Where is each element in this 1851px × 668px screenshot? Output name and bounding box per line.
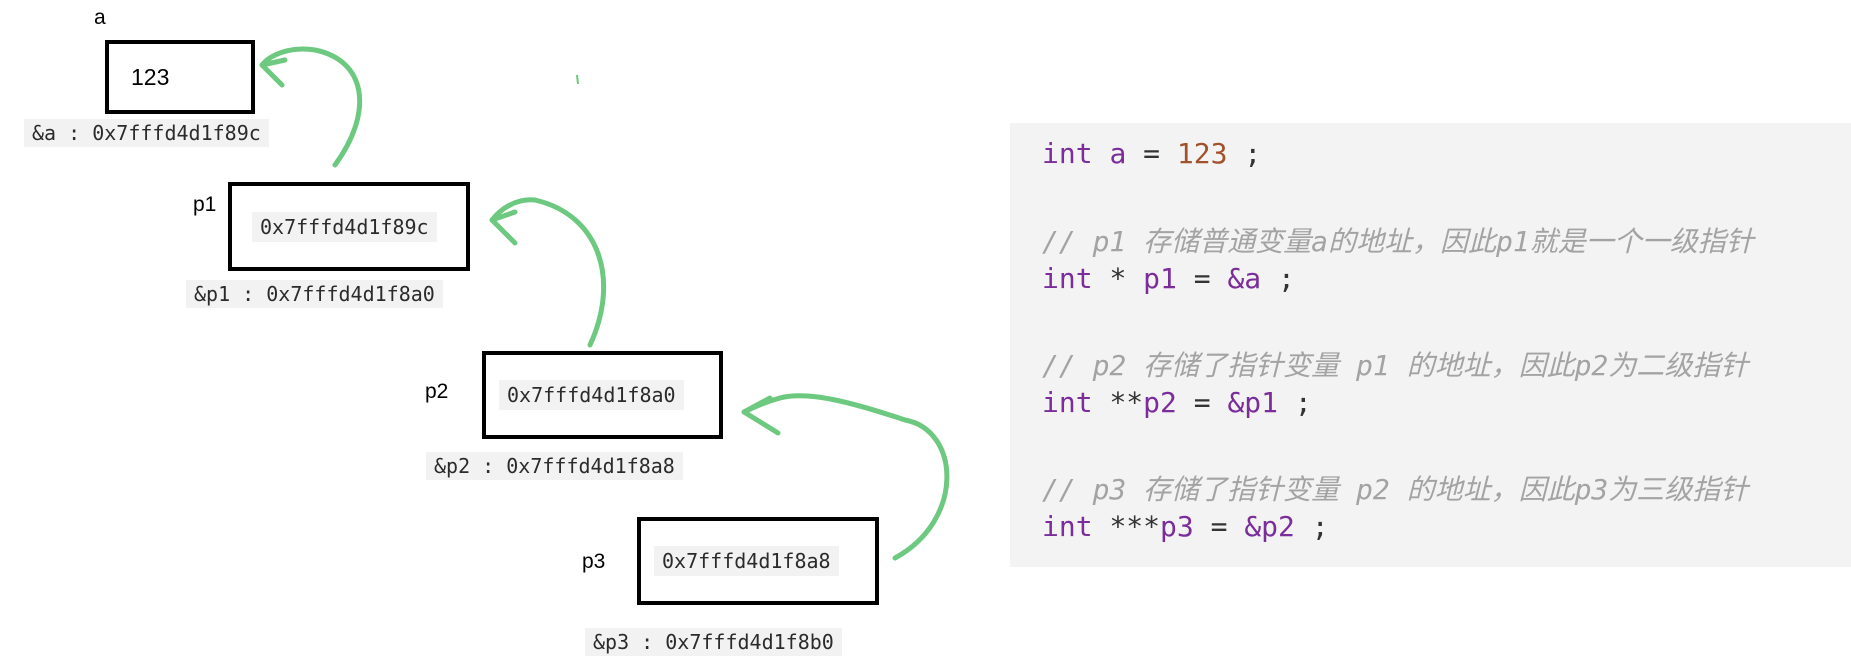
address-label-p2: &p2 : 0x7fffd4d1f8a8 [426,452,683,480]
address-label-p3: &p3 : 0x7fffd4d1f8b0 [585,628,842,656]
arrowhead-p1-to-a [259,57,288,88]
semicolon: ; [1294,386,1312,419]
code-line-4: int ***p3 = &p2 ; [1042,510,1329,543]
operator-assign: = [1143,137,1161,170]
keyword-int: int [1042,137,1093,170]
identifier-p1: p1 [1143,262,1177,295]
keyword-int: int [1042,262,1093,295]
var-label-p2: p2 [425,380,449,403]
pointer-star: *** [1109,510,1161,543]
value-text-a: 123 [131,63,170,90]
code-comment-3: // p3 存储了指针变量 p2 的地址，因此p3为三级指针 [1042,473,1749,506]
address-of-p2: &p2 [1244,510,1295,543]
value-box-a: 123 [105,40,255,114]
code-comment-1: // p1 存储普通变量a的地址，因此p1就是一个一级指针 [1042,225,1754,258]
operator-assign: = [1193,262,1211,295]
number-literal: 123 [1176,137,1228,170]
code-panel: int a = 123 ; // p1 存储普通变量a的地址，因此p1就是一个一… [1010,123,1851,567]
semicolon: ; [1278,262,1295,295]
address-of-a: &a [1227,262,1262,295]
value-text-p2: 0x7fffd4d1f8a0 [499,380,684,410]
value-text-p1: 0x7fffd4d1f89c [252,211,437,242]
var-label-a: a [94,6,106,29]
pointer-star: ** [1109,386,1144,419]
identifier-a: a [1109,137,1127,170]
value-box-p3: 0x7fffd4d1f8a8 [637,517,879,605]
value-box-p2: 0x7fffd4d1f8a0 [482,351,723,439]
arrow-p2-to-p1 [489,197,607,348]
var-label-p3: p3 [582,550,606,573]
code-line-1: int a = 123 ; [1042,137,1261,170]
semicolon: ; [1244,137,1262,170]
value-box-p1: 0x7fffd4d1f89c [228,182,470,271]
arrow-p3-to-p2 [741,393,950,561]
keyword-int: int [1042,386,1093,419]
semicolon: ; [1311,510,1329,543]
arrowhead-p3-to-p2 [741,395,781,436]
arrowhead-p2-to-p1 [489,209,518,246]
address-of-p1: &p1 [1227,386,1279,419]
var-label-p1: p1 [193,193,217,216]
keyword-int: int [1042,510,1093,543]
code-line-3: int **p2 = &p1 ; [1042,386,1312,419]
arrow-p1-to-a [259,46,363,168]
value-text-p3: 0x7fffd4d1f8a8 [654,546,839,576]
pointer-star: * [1109,262,1127,295]
operator-assign: = [1193,386,1211,419]
stray-mark [576,74,579,85]
operator-assign: = [1210,510,1228,543]
address-label-a: &a : 0x7fffd4d1f89c [24,119,269,147]
code-comment-2: // p2 存储了指针变量 p1 的地址，因此p2为二级指针 [1042,349,1749,382]
identifier-p3: p3 [1160,510,1194,543]
code-line-2: int * p1 = &a ; [1042,262,1295,295]
address-label-p1: &p1 : 0x7fffd4d1f8a0 [186,280,443,308]
identifier-p2: p2 [1143,386,1177,419]
